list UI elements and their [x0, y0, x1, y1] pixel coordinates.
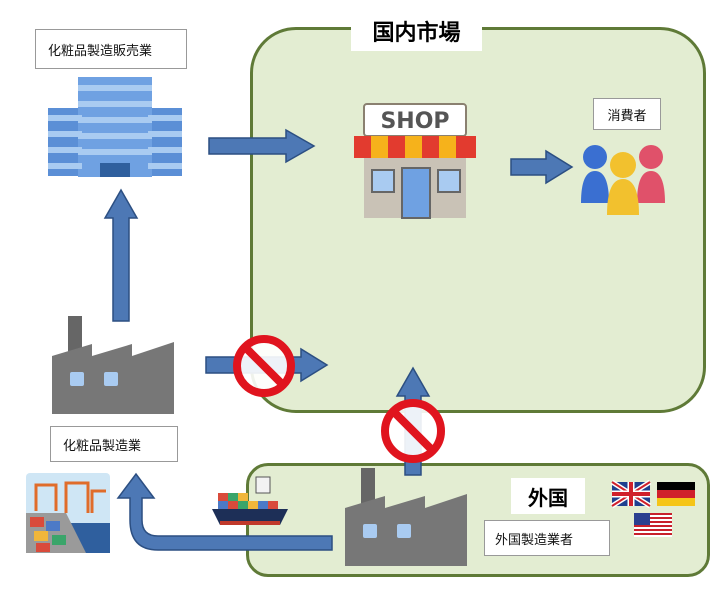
consumers-icon	[581, 145, 665, 215]
container-port-icon	[26, 473, 110, 553]
cosmetics-maker-label: 化粧品製造業	[50, 426, 178, 462]
office-building-icon	[48, 77, 182, 177]
germany-flag-icon	[657, 482, 695, 506]
domestic-market-title: 国内市場	[351, 11, 482, 51]
consumer-label: 消費者	[593, 98, 661, 130]
foreign-maker-label: 外国製造業者	[484, 520, 610, 556]
domestic-factory-icon	[52, 316, 174, 414]
prohibited-sign-icon	[233, 335, 295, 397]
cargo-ship-icon	[212, 476, 288, 525]
shop-icon: SHOP	[354, 103, 476, 219]
shop-sign-text: SHOP	[380, 109, 449, 134]
arrow-maker-to-seller	[103, 188, 139, 322]
arrow-seller-to-shop	[208, 128, 316, 164]
uk-flag-icon	[610, 479, 652, 509]
arrow-foreign-to-domestic-maker	[116, 472, 333, 551]
foreign-title: 外国	[511, 478, 585, 514]
domestic-market-region	[250, 27, 706, 413]
arrow-shop-to-consumer	[510, 149, 574, 185]
prohibited-sign-icon	[381, 399, 445, 463]
foreign-factory-icon	[345, 468, 467, 566]
cosmetics-seller-label: 化粧品製造販売業	[35, 29, 187, 69]
usa-flag-icon	[634, 513, 672, 537]
